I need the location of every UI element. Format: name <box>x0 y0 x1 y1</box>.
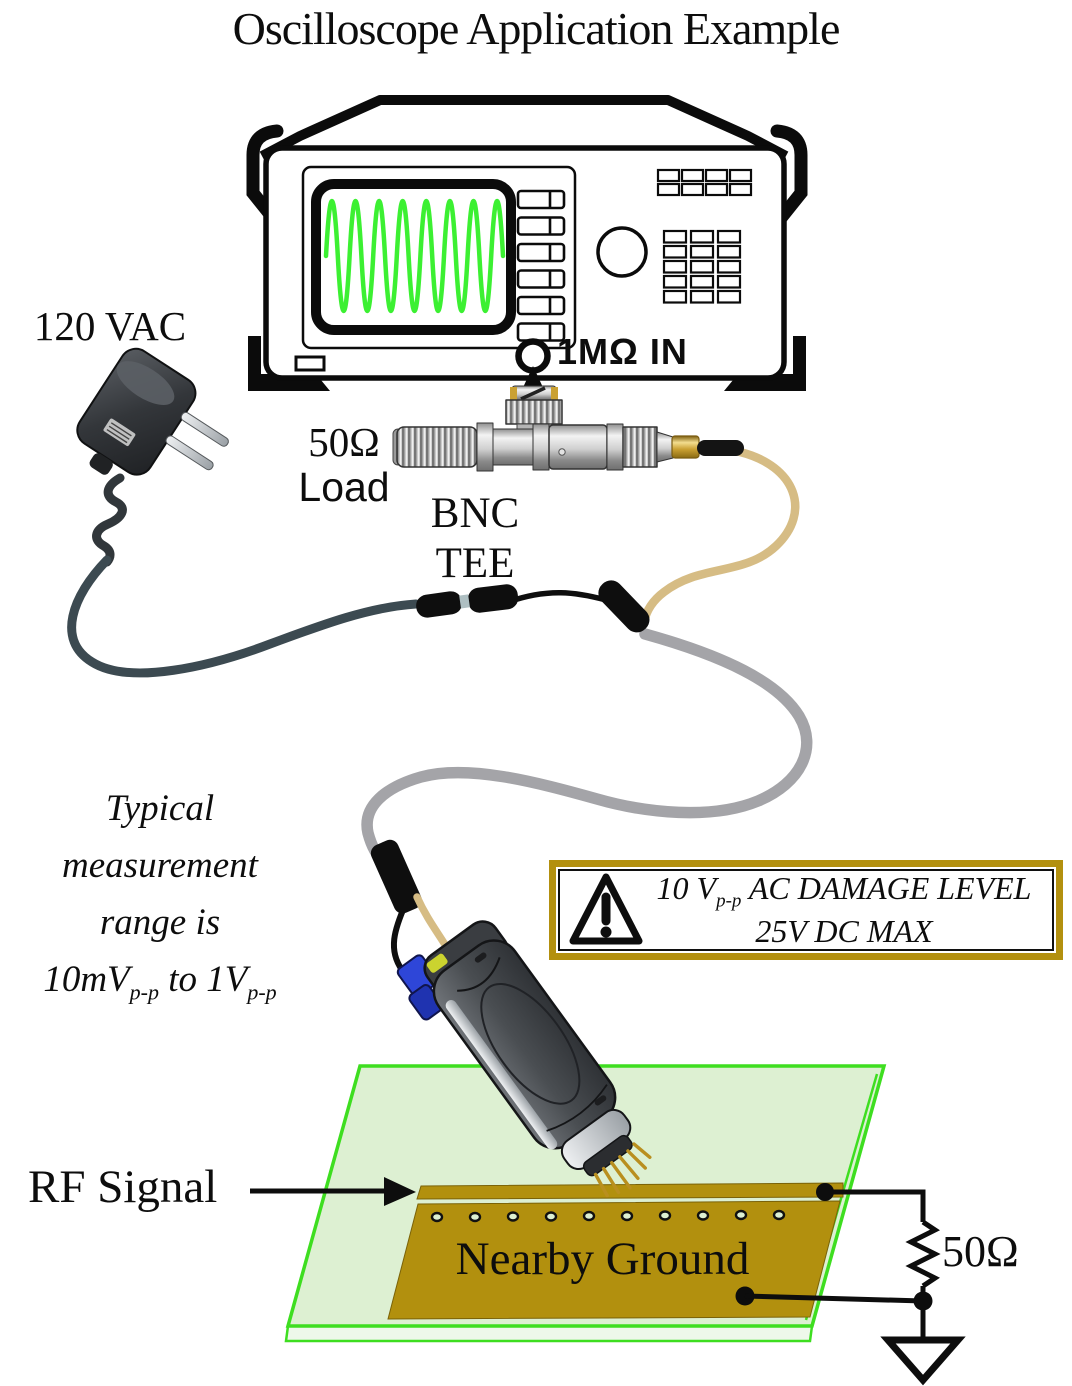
adapter-coil-cable <box>92 473 127 567</box>
probe-yellow-accent <box>426 953 448 973</box>
bnc-tee-label: BNC TEE <box>430 490 520 587</box>
resistor-symbol <box>905 1219 941 1289</box>
nearby-ground-label: Nearby Ground <box>455 1233 750 1285</box>
probe-pins <box>593 1142 652 1198</box>
resistor-label: 50Ω <box>942 1227 1019 1276</box>
pcb-vias <box>430 1209 786 1223</box>
angled-connector-boot <box>598 580 650 633</box>
load-label: 50Ω Load <box>298 419 390 510</box>
oscilloscope-drawing <box>246 95 808 412</box>
adapter-prong <box>165 435 214 471</box>
rf-arrowhead <box>384 1177 416 1206</box>
scope-bracket-top-left <box>246 124 284 225</box>
scope-power-button <box>294 355 326 372</box>
dark-power-cable <box>67 555 421 678</box>
scope-top-buttons <box>656 168 753 197</box>
warning-text: 10 Vp-p AC DAMAGE LEVEL 25V DC MAX <box>656 869 1032 950</box>
scope-input-label: 1MΩ IN <box>557 331 688 372</box>
rf-signal-label: RF Signal <box>28 1161 218 1213</box>
pcb-drawing <box>284 1064 887 1343</box>
tan-tee-cable <box>639 447 800 627</box>
probe-black-wire <box>390 900 409 973</box>
page-title: Oscilloscope Application Example <box>232 3 841 54</box>
pcb-side-face <box>284 1324 814 1343</box>
measurement-range-note: Typical measurement range is 10mVp-p to … <box>43 788 277 1005</box>
barrel-connectors <box>416 584 519 618</box>
scope-keypad <box>662 229 742 304</box>
pcb-signal-trace <box>416 1182 844 1200</box>
adapter-prong <box>180 411 229 447</box>
fifty-ohm-load-cap <box>396 426 478 468</box>
termination-circuit <box>250 1177 966 1386</box>
ground-symbol <box>880 1336 966 1386</box>
probe-drawing <box>396 920 652 1198</box>
pcb-ground-plane <box>387 1200 841 1320</box>
scope-waveform <box>323 199 506 313</box>
scope-knob <box>596 226 648 278</box>
bnc-tee-drawing <box>392 385 744 472</box>
warning-icon <box>569 873 643 945</box>
scope-handle <box>259 95 789 161</box>
scope-bracket-top-right <box>770 124 808 225</box>
damage-warning-box: 10 Vp-p AC DAMAGE LEVEL 25V DC MAX <box>549 860 1063 960</box>
power-adapter-drawing <box>76 347 229 567</box>
gray-probe-cable <box>361 628 813 868</box>
vac-label: 120 VAC <box>33 303 187 349</box>
sma-adapter <box>671 435 700 459</box>
probe-cable-sleeve <box>370 839 422 914</box>
